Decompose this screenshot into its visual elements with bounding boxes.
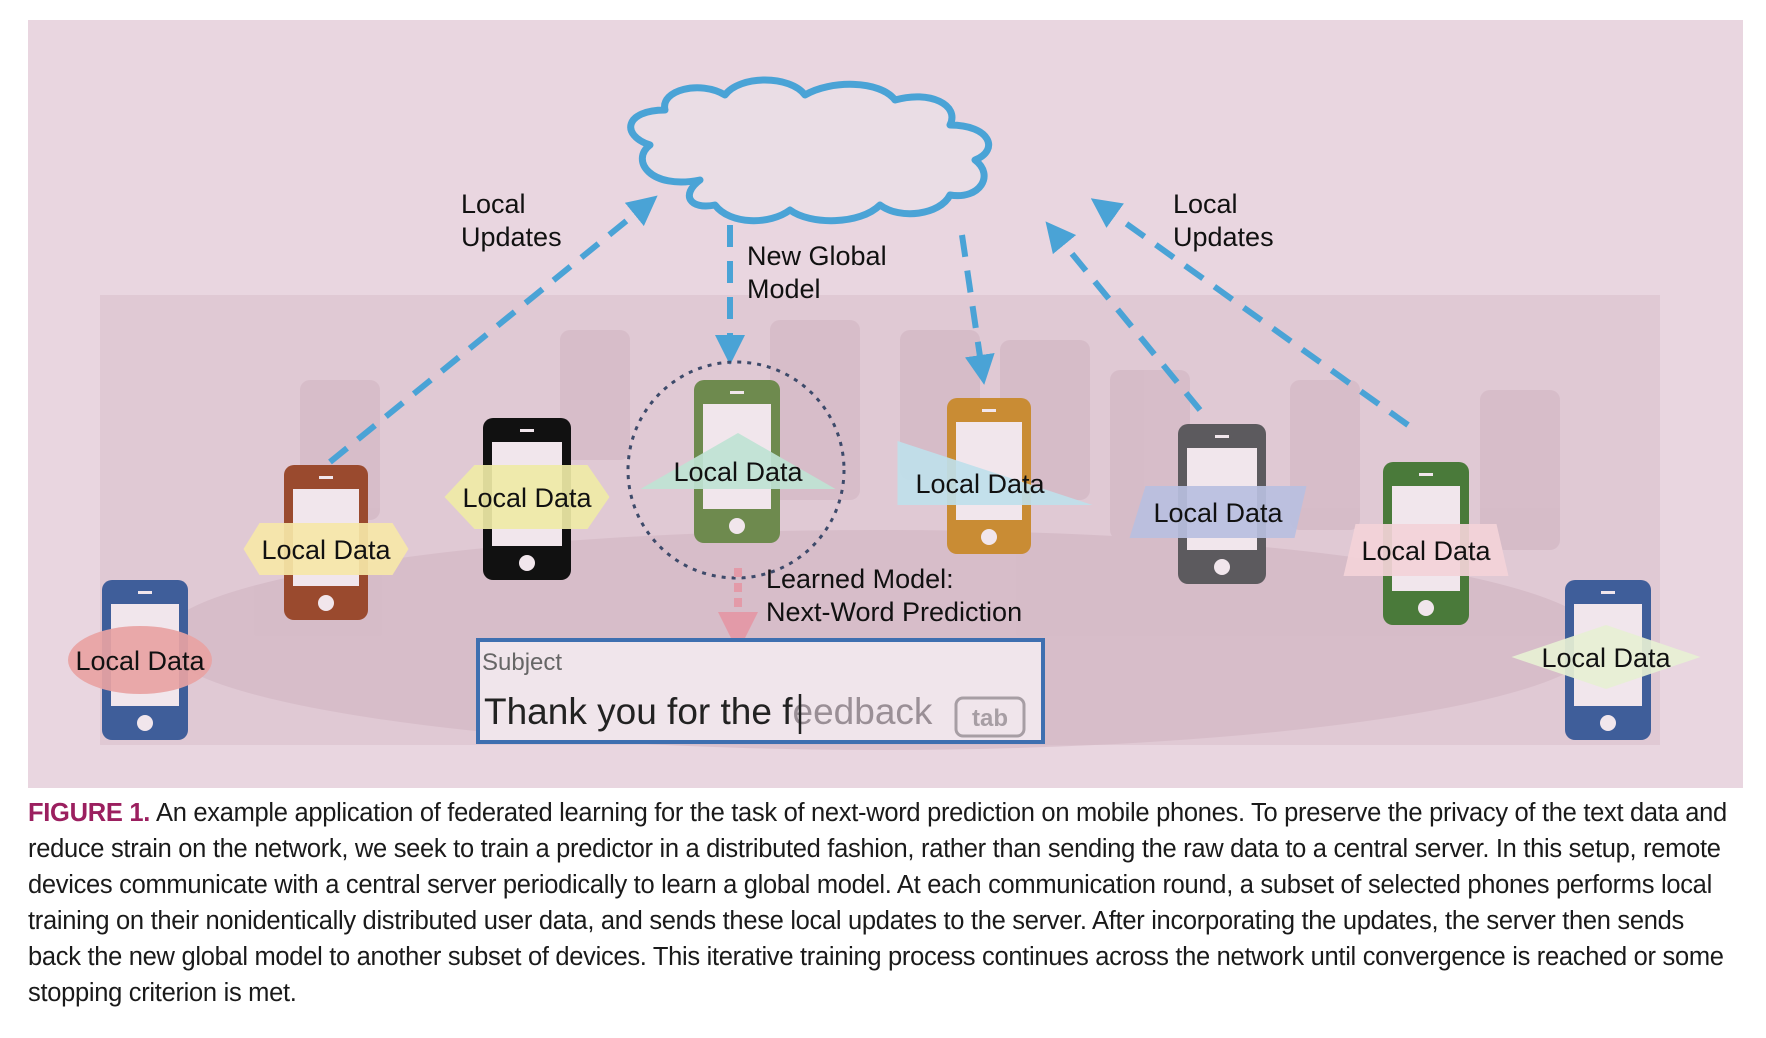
local-data-badge xyxy=(897,441,1093,505)
phone-home-button xyxy=(729,518,745,534)
phone-home-button xyxy=(1214,559,1230,575)
tab-key-label: tab xyxy=(972,705,1008,732)
phone-speaker xyxy=(138,591,152,594)
communication-arrows xyxy=(328,195,1410,465)
phone-7: Local Data xyxy=(1343,462,1509,625)
selected-device-circle xyxy=(626,360,846,580)
phone-6: Local Data xyxy=(1129,424,1307,584)
phone-home-button xyxy=(981,529,997,545)
phone-5: Local Data xyxy=(897,398,1093,554)
phone-speaker xyxy=(730,391,744,394)
local-data-label: Local Data xyxy=(1153,498,1283,528)
local-data-label: Local Data xyxy=(1541,643,1671,673)
figure-caption: FIGURE 1.An example application of feder… xyxy=(28,795,1743,1011)
phone-speaker xyxy=(520,429,534,432)
subject-label: Subject xyxy=(482,649,562,676)
local-data-label: Local Data xyxy=(261,535,391,565)
tab-key-hint[interactable] xyxy=(954,696,1026,738)
phone-speaker xyxy=(1419,473,1433,476)
global-model-label: New Global Model xyxy=(747,241,894,304)
update-arrow-1 xyxy=(328,195,658,465)
local-data-badge xyxy=(1129,486,1307,538)
local-data-label: Local Data xyxy=(1361,536,1491,566)
phone-home-button xyxy=(137,715,153,731)
phone-1: Local Data xyxy=(68,580,212,740)
local-data-label: Local Data xyxy=(75,646,205,676)
cloud-server-icon xyxy=(627,76,993,225)
right-updates-label: Local Updates xyxy=(1173,189,1274,252)
local-data-label: Local Data xyxy=(915,469,1045,499)
local-data-badge xyxy=(68,626,212,694)
phone-4: Local Data xyxy=(640,380,836,543)
phone-home-button xyxy=(1600,715,1616,731)
phone-home-button xyxy=(1418,600,1434,616)
phone-home-button xyxy=(318,595,334,611)
phone-home-button xyxy=(519,555,535,571)
phone-speaker xyxy=(1601,591,1615,594)
phone-speaker xyxy=(1215,435,1229,438)
phone-2: Local Data xyxy=(243,465,409,620)
local-data-label: Local Data xyxy=(462,483,592,513)
figure-number: FIGURE 1. xyxy=(28,799,150,827)
local-data-label: Local Data xyxy=(673,457,803,487)
federated-learning-diagram: Local Updates Local Updates New Global M… xyxy=(28,20,1743,788)
local-data-badge xyxy=(1343,524,1509,576)
local-data-badge xyxy=(243,523,409,575)
left-updates-label: Local Updates xyxy=(461,189,562,252)
local-data-badge xyxy=(640,433,836,489)
caption-text: An example application of federated lear… xyxy=(28,799,1727,1007)
suggested-completion: eedback xyxy=(793,691,933,732)
phone-3: Local Data xyxy=(444,418,610,580)
local-data-badge xyxy=(444,465,610,529)
phone-speaker xyxy=(319,476,333,479)
global-model-arrow-2 xyxy=(959,234,995,385)
email-subject-box[interactable]: Subject Thank you for the feedback tab xyxy=(476,638,1045,744)
update-arrow-2 xyxy=(1045,221,1203,412)
phone-speaker xyxy=(982,409,996,412)
learned-model-label: Learned Model: Next-Word Prediction xyxy=(766,564,1022,627)
typed-text: Thank you for the feedback xyxy=(484,691,933,732)
update-arrow-3 xyxy=(1090,198,1410,428)
phone-8: Local Data xyxy=(1511,580,1701,740)
local-data-badge xyxy=(1511,625,1701,689)
